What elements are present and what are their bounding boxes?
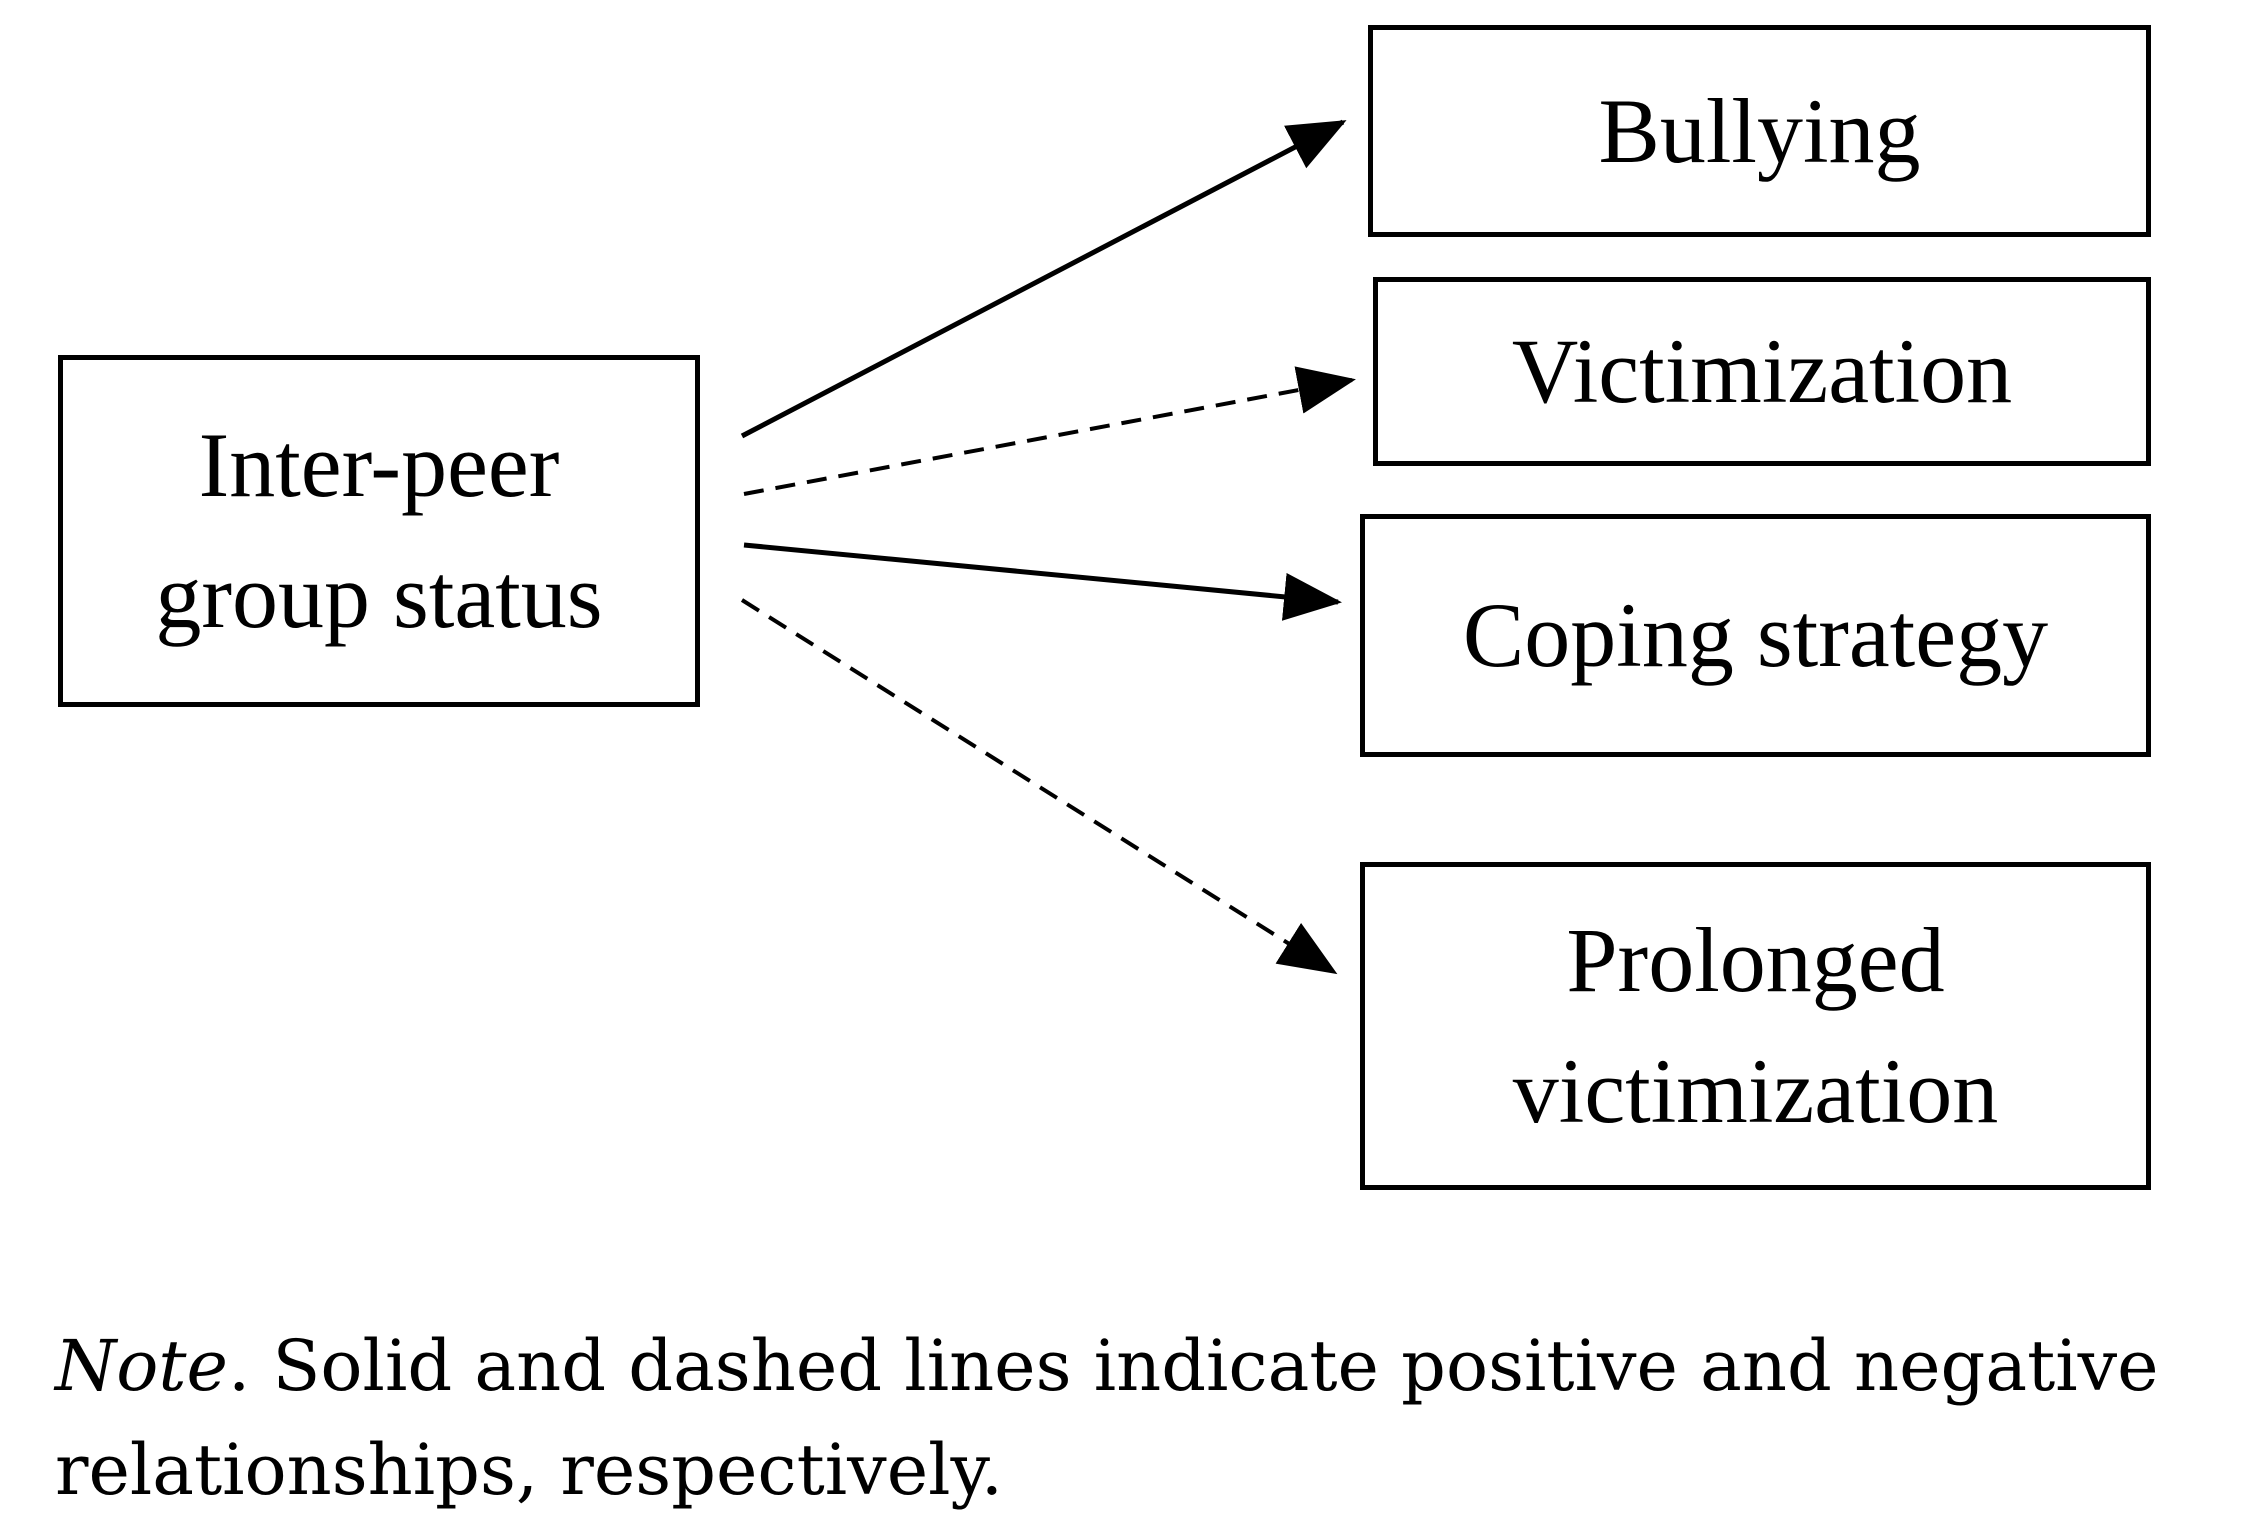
node-label-line: group status [155, 545, 603, 647]
node-label: Bullying [1598, 79, 1921, 182]
figure-note: Note. Solid and dashed lines indicate po… [55, 1315, 2245, 1522]
node-prolonged-victimization: Prolonged victimization [1360, 862, 2151, 1190]
arrow-to-victimization [743, 366, 1356, 496]
node-label-line: victimization [1512, 1040, 1999, 1142]
node-coping-strategy: Coping strategy [1360, 514, 2151, 757]
note-label: Note [55, 1325, 228, 1407]
node-bullying: Bullying [1368, 25, 2151, 237]
node-inter-peer-group-status: Inter-peer group status [58, 355, 700, 707]
node-label-line: Inter-peer [198, 414, 560, 517]
node-victimization: Victimization [1373, 277, 2151, 466]
node-label: Coping strategy [1462, 584, 2049, 687]
arrow-to-prolonged-victimization [740, 598, 1338, 975]
node-label: Victimization [1511, 320, 2013, 423]
note-text: . Solid and dashed lines indicate positi… [55, 1325, 2159, 1511]
node-label-line: Prolonged [1566, 909, 1945, 1012]
arrow-to-bullying [740, 119, 1347, 439]
arrow-to-coping-strategy [743, 542, 1342, 621]
